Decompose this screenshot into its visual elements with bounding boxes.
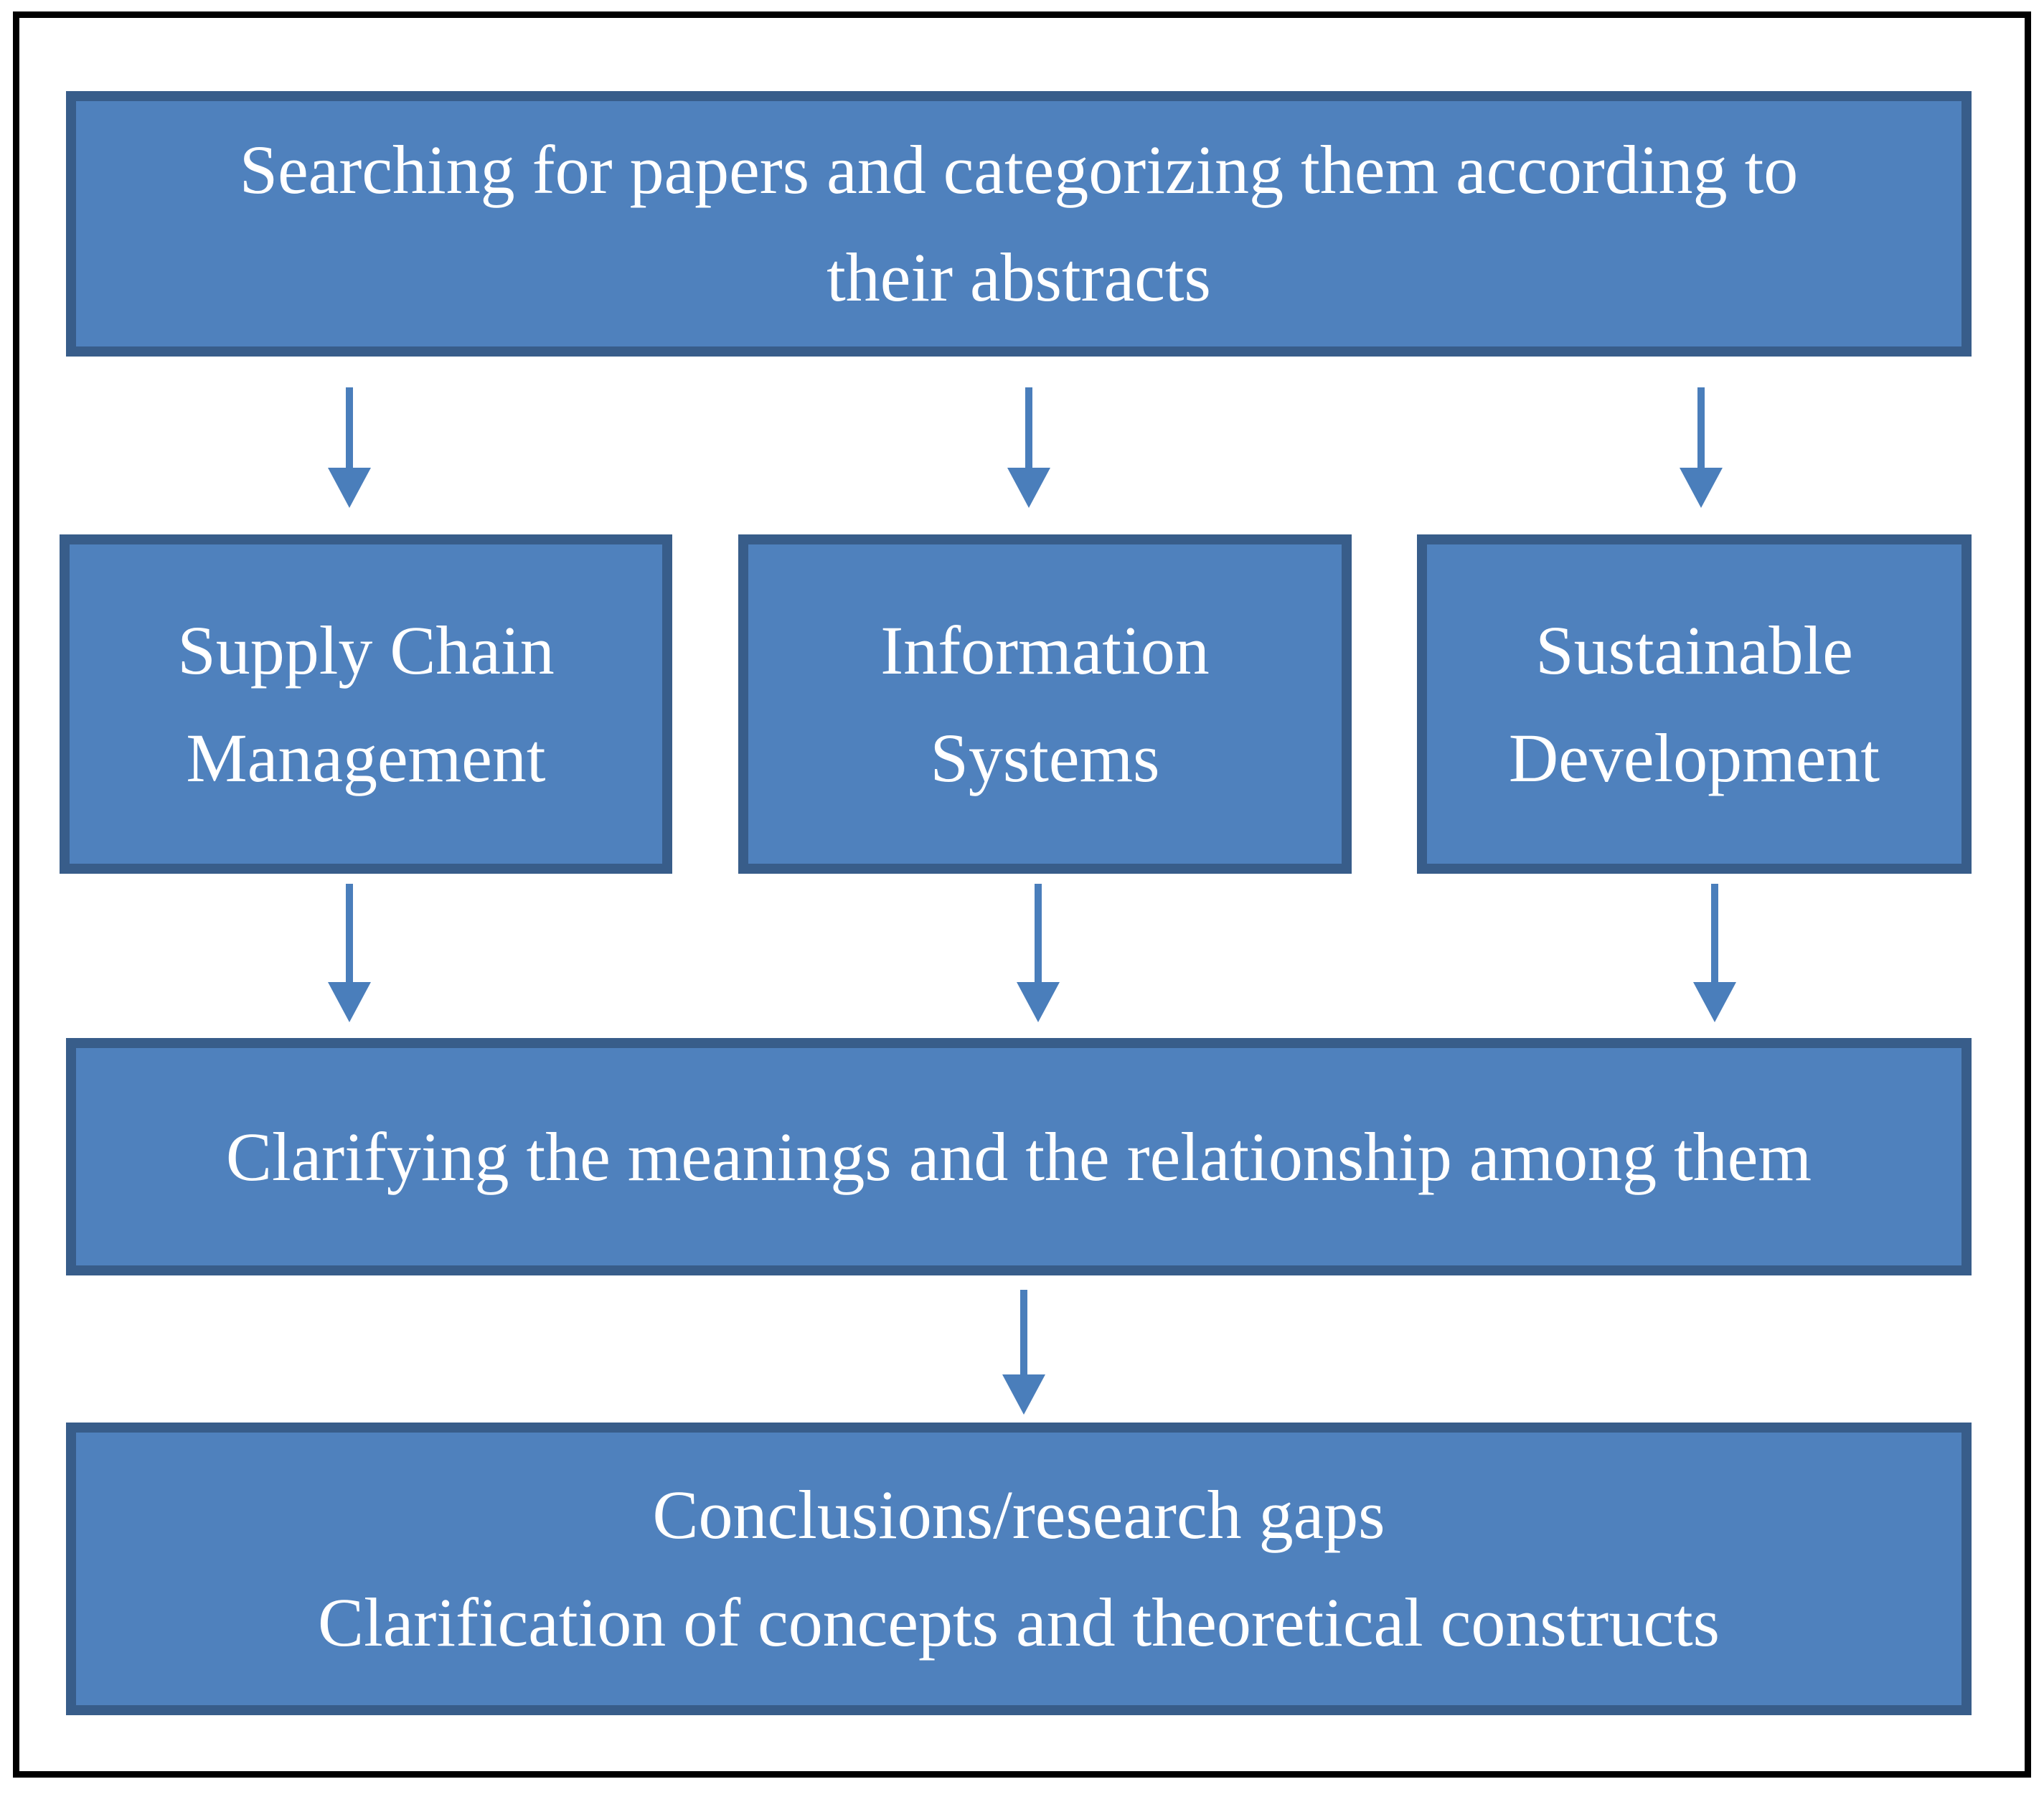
down-arrow-to-sustainable-development [1678, 387, 1724, 508]
category-label: Sustainable Development [1508, 611, 1880, 796]
down-arrow-from-sustainable-development [1692, 884, 1738, 1022]
clarify-label: Clarifying the meanings and the relation… [225, 1118, 1812, 1195]
arrow-shaft [1025, 387, 1032, 469]
arrow-head-icon [1017, 982, 1060, 1022]
arrow-shaft [1020, 1290, 1027, 1376]
category-label: Supply Chain Management [177, 611, 555, 796]
conclusions-box: Conclusions/research gaps Clarification … [66, 1423, 1972, 1715]
arrow-shaft [346, 387, 353, 469]
arrow-head-icon [1007, 468, 1050, 508]
arrow-shaft [1035, 884, 1042, 983]
top-box-line2: their abstracts [826, 239, 1211, 316]
down-arrow-from-information-systems [1015, 884, 1061, 1022]
outer-frame [13, 11, 2031, 1778]
conclusions-line1: Conclusions/research gaps [652, 1476, 1385, 1553]
category-box-information-systems: Information Systems [738, 534, 1352, 874]
arrow-head-icon [1002, 1374, 1045, 1415]
down-arrow-to-conclusions [1001, 1290, 1047, 1415]
category-box-supply-chain-management: Supply Chain Management [60, 534, 672, 874]
arrow-shaft [1711, 884, 1718, 983]
arrow-head-icon [328, 468, 371, 508]
arrow-head-icon [1680, 468, 1723, 508]
down-arrow-to-information-systems [1006, 387, 1052, 508]
category-label: Information Systems [880, 611, 1210, 796]
down-arrow-to-supply-chain [326, 387, 372, 508]
category-box-sustainable-development: Sustainable Development [1417, 534, 1972, 874]
arrow-shaft [346, 884, 353, 983]
arrow-head-icon [1693, 982, 1736, 1022]
down-arrow-from-supply-chain [326, 884, 372, 1022]
arrow-shaft [1697, 387, 1705, 469]
top-box-line1: Searching for papers and categorizing th… [239, 131, 1799, 208]
top-box-search-categorize: Searching for papers and categorizing th… [66, 91, 1972, 357]
arrow-head-icon [328, 982, 371, 1022]
conclusions-line2: Clarification of concepts and theoretica… [318, 1584, 1720, 1661]
clarify-meanings-box: Clarifying the meanings and the relation… [66, 1038, 1972, 1275]
